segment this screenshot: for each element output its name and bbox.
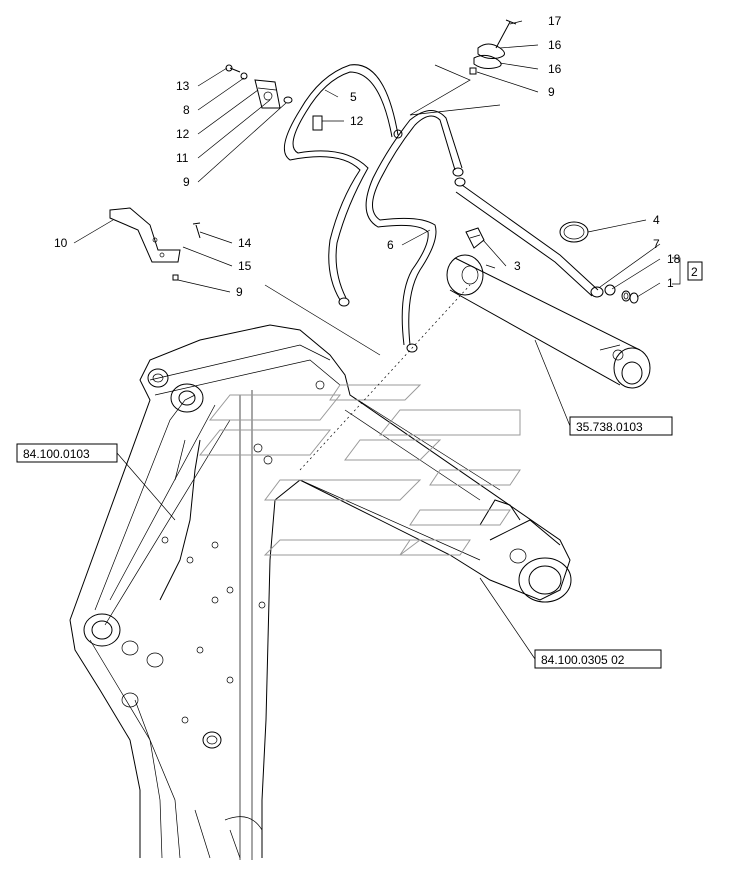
reference-84-100-0103[interactable]: 84.100.0103 [23, 447, 90, 461]
callout-3: 3 [514, 259, 521, 273]
callout-16-upper: 16 [548, 38, 562, 52]
reference-84-100-0305-02[interactable]: 84.100.0305 02 [541, 653, 625, 667]
callout-10: 10 [54, 236, 68, 250]
callout-12-left: 12 [176, 127, 190, 141]
boom-arm [69, 324, 572, 860]
leader-lines [73, 20, 681, 660]
callout-labels: 17 16 16 9 13 8 12 11 9 5 12 4 6 7 3 18 … [54, 14, 681, 299]
callout-4: 4 [653, 213, 660, 227]
reference-35-738-0103[interactable]: 35.738.0103 [576, 420, 643, 434]
callout-18: 18 [667, 252, 681, 266]
reference-boxes: 35.738.0103 84.100.0103 84.100.0305 02 [16, 416, 673, 669]
callout-16-lower: 16 [548, 62, 562, 76]
callout-9-lower: 9 [236, 285, 243, 299]
callout-1: 1 [667, 276, 674, 290]
hydraulic-cylinder [299, 254, 651, 471]
callout-17: 17 [548, 14, 562, 28]
callout-9-top: 9 [548, 85, 555, 99]
callout-2-inside: 2 [691, 265, 698, 279]
callout-14: 14 [238, 236, 252, 250]
callout-12-center: 12 [350, 114, 364, 128]
callout-5: 5 [350, 90, 357, 104]
callout-9-left: 9 [183, 175, 190, 189]
callout-2-box [687, 261, 703, 281]
callout-8: 8 [183, 103, 190, 117]
callout-6: 6 [387, 238, 394, 252]
callout-11: 11 [176, 151, 189, 165]
hoses [283, 64, 604, 353]
callout-13: 13 [176, 79, 190, 93]
callout-7: 7 [653, 237, 660, 251]
callout-15: 15 [238, 259, 252, 273]
